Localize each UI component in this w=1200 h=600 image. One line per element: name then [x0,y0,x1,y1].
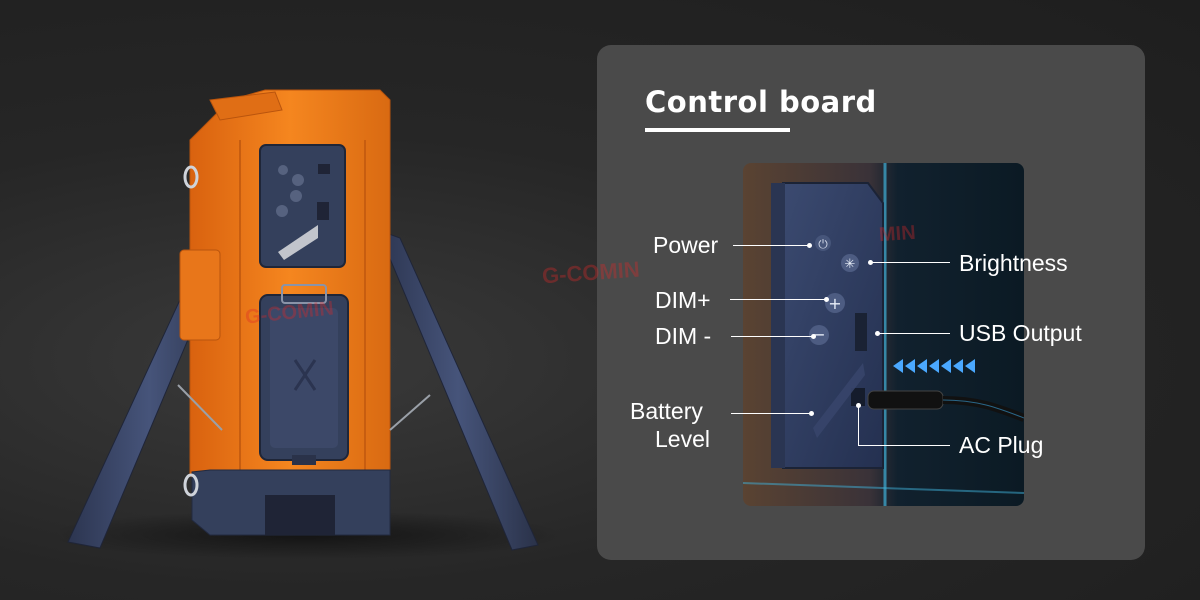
title-underline [645,128,790,132]
callout-ac-plug: AC Plug [959,432,1044,458]
ac-port-photo [851,388,865,406]
dim-minus-button-photo [809,325,829,345]
control-panel-closeup-image: ⏻ ✳ + − [743,163,1024,506]
svg-text:+: + [828,294,841,313]
work-light-product-image [60,89,560,560]
dim-plus-button-photo [825,293,845,313]
control-panel-thumbnail [259,144,346,268]
usb-arrow-indicator [893,359,975,373]
callout-dim-plus: DIM+ [655,287,711,313]
leader-ac-plug [858,445,950,446]
usb-port-photo [855,313,867,351]
svg-text:⏻: ⏻ [818,237,828,251]
callout-power: Power [653,232,719,258]
leader-dim-plus [730,299,826,300]
leader-brightness [870,262,950,263]
callout-dim-minus: DIM - [655,323,712,349]
leader-battery-level [731,413,811,414]
callout-battery-level-line2: Level [655,426,710,452]
control-board-card: Control board ⏻ ✳ + − [541,45,1145,560]
callout-usb-output: USB Output [959,320,1082,346]
power-button-photo [815,235,831,251]
ac-plug-cable [867,390,1024,422]
leader-power [733,245,809,246]
brightness-button-photo [841,254,859,272]
leader-dim-minus [731,336,813,337]
callout-brightness: Brightness [959,250,1068,276]
watermark-brand-card: G-COMIN [541,256,641,289]
callout-battery-level-line1: Battery [630,398,703,424]
leader-ac-plug-vertical [858,405,859,445]
battery-pack [259,284,349,465]
leader-usb-output [877,333,950,334]
watermark-brand-card-2: MIN [878,221,917,247]
tripod-leg-right [377,229,539,551]
svg-text:✳: ✳ [845,257,856,272]
card-title: Control board [645,85,877,119]
svg-text:−: − [812,325,825,344]
clip-hooks [183,165,199,497]
